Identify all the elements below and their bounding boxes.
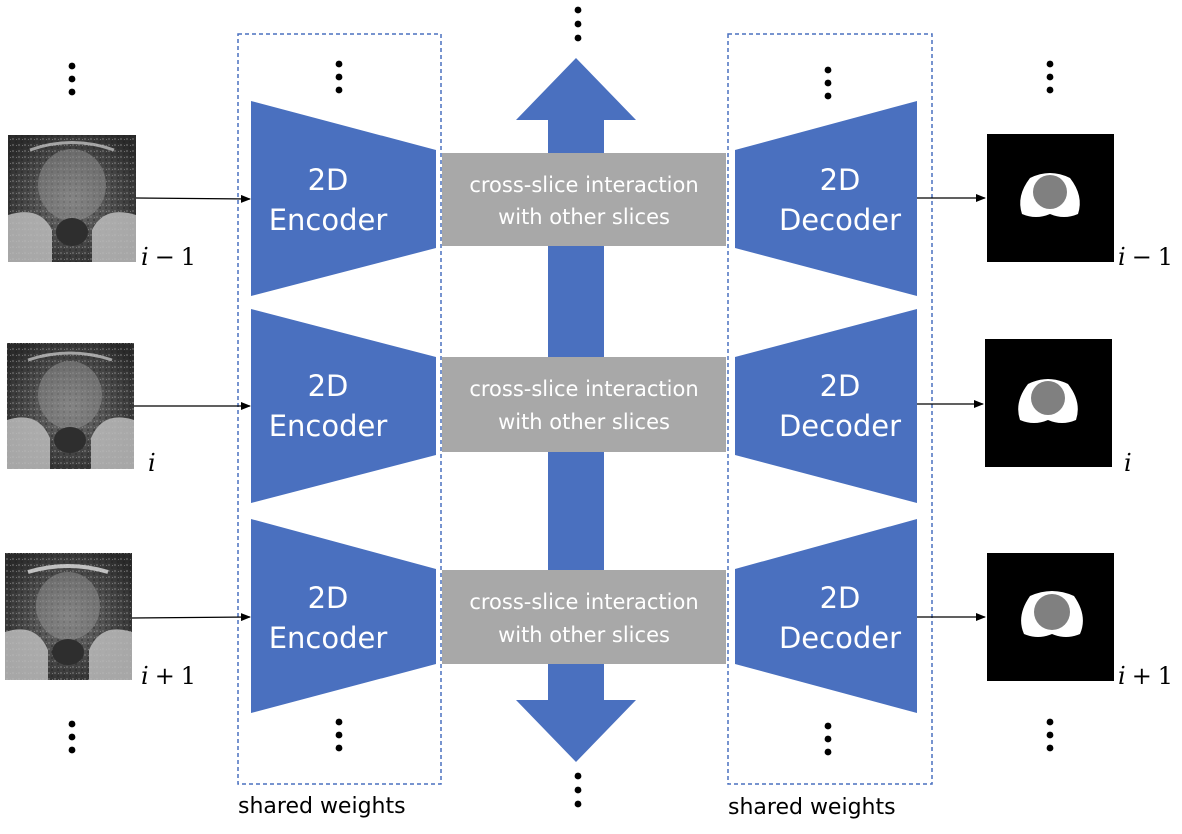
slice-row: 2D Encoder cross-slice interaction with … <box>7 309 1132 503</box>
vertical-ellipsis-icon <box>1046 718 1054 752</box>
mri-slice-image <box>5 553 132 680</box>
decoder-block <box>735 309 917 503</box>
decoder-label-line1: 2D <box>820 369 861 403</box>
output-slice-label: i−1 <box>1118 243 1173 271</box>
encoder-shared-weights-box <box>237 33 442 785</box>
cross-slice-label-line1: cross-slice interaction <box>469 590 698 614</box>
cross-slice-box <box>442 153 726 246</box>
segmentation-mask-image <box>987 553 1114 681</box>
encoder-label-line1: 2D <box>308 163 349 197</box>
input-slice-label: i+1 <box>141 662 196 690</box>
cross-slice-box <box>442 357 726 452</box>
cross-slice-label-line2: with other slices <box>498 205 670 229</box>
vertical-ellipsis-icon <box>68 720 76 754</box>
decoder-label-line2: Decoder <box>779 203 901 237</box>
encoder-block <box>251 309 436 503</box>
encoder-shared-weights-label: shared weights <box>238 794 406 819</box>
decoder-label-line2: Decoder <box>779 409 901 443</box>
vertical-ellipsis-icon <box>335 718 343 752</box>
right-arrow-icon <box>135 194 251 203</box>
encoder-label-line2: Encoder <box>269 409 388 443</box>
vertical-ellipsis-icon <box>824 66 832 100</box>
encoder-block <box>251 101 436 296</box>
vertical-ellipsis-icon <box>1046 60 1054 94</box>
slice-row: 2D Encoder cross-slice interaction with … <box>5 519 1173 713</box>
right-arrow-icon <box>131 613 251 622</box>
mri-slice-image <box>8 135 136 262</box>
encoder-label-line1: 2D <box>308 369 349 403</box>
output-slice-label: i <box>1124 449 1132 477</box>
vertical-ellipsis-icon <box>824 722 832 756</box>
decoder-label-line1: 2D <box>820 163 861 197</box>
slice-row: 2D Encoder cross-slice interaction with … <box>8 101 1173 296</box>
cross-slice-label-line1: cross-slice interaction <box>469 377 698 401</box>
segmentation-mask-image <box>985 339 1112 467</box>
encoder-label-line1: 2D <box>308 581 349 615</box>
decoder-label-line2: Decoder <box>779 621 901 655</box>
encoder-label-line2: Encoder <box>269 621 388 655</box>
decoder-label-line1: 2D <box>820 581 861 615</box>
vertical-ellipsis-icon <box>574 772 582 808</box>
mri-slice-image <box>7 343 134 469</box>
decoder-block <box>735 101 917 296</box>
cross-slice-label-line1: cross-slice interaction <box>469 173 698 197</box>
decoder-shared-weights-box <box>727 33 933 785</box>
vertical-ellipsis-icon <box>68 62 76 96</box>
output-slice-label: i+1 <box>1118 662 1173 690</box>
cross-slice-label-line2: with other slices <box>498 623 670 647</box>
vertical-ellipsis-icon <box>335 60 343 94</box>
input-slice-label: i <box>148 449 156 477</box>
encoder-label-line2: Encoder <box>269 203 388 237</box>
cross-slice-label-line2: with other slices <box>498 410 670 434</box>
decoder-block <box>735 519 917 713</box>
decoder-shared-weights-label: shared weights <box>728 795 896 820</box>
encoder-block <box>251 519 436 713</box>
cross-slice-box <box>442 570 726 664</box>
vertical-ellipsis-icon <box>574 6 582 42</box>
segmentation-mask-image <box>987 134 1114 262</box>
input-slice-label: i−1 <box>141 243 196 271</box>
